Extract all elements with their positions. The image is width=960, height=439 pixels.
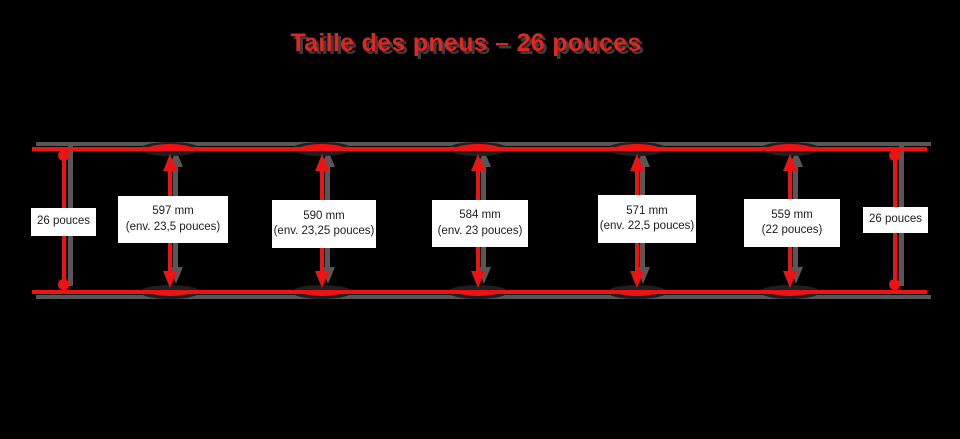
rim-bump-bottom [298, 284, 346, 296]
arrow-head-down-icon [163, 271, 177, 288]
measurement-value: 571 mm [626, 204, 668, 217]
rim-bump-top [454, 144, 502, 156]
measurement-label-571: 571 mm (env. 22,5 pouces) [598, 195, 696, 243]
diagram-title: Taille des pneus – 26 pouces [290, 29, 642, 57]
left-gauge-top-dot [58, 150, 69, 161]
arrow-head-down-icon [783, 271, 797, 288]
measurement-value: 584 mm [459, 209, 501, 221]
right-gauge-bottom-dot [889, 279, 900, 290]
measurement-approx: (env. 22,5 pouces) [599, 220, 695, 232]
arrow-head-down-icon [630, 271, 644, 288]
gauge-label-left: 26 pouces [31, 208, 96, 236]
measurement-approx: (env. 23,5 pouces) [125, 220, 221, 233]
rim-bump-bottom [613, 284, 661, 296]
measurement-approx: (22 pouces) [761, 224, 823, 236]
arrow-head-down-icon [315, 271, 329, 288]
measurement-value: 590 mm [303, 209, 345, 222]
gauge-label-right-text: 26 pouces [868, 213, 923, 226]
left-gauge-bottom-dot [58, 279, 69, 290]
arrow-head-up-icon [783, 154, 797, 171]
arrow-head-up-icon [163, 154, 177, 171]
arrow-head-up-icon [630, 154, 644, 171]
rim-bump-bottom [146, 284, 194, 296]
measurement-label-597: 597 mm (env. 23,5 pouces) [118, 196, 228, 243]
rim-bump-top [298, 144, 346, 156]
measurement-label-590: 590 mm (env. 23,25 pouces) [272, 200, 376, 248]
rim-bump-top [613, 144, 661, 156]
gauge-label-right: 26 pouces [863, 207, 928, 233]
gauge-label-left-text: 26 pouces [36, 215, 91, 228]
right-gauge-top-dot [889, 150, 900, 161]
arrow-head-up-icon [471, 154, 485, 171]
measurement-value: 559 mm [771, 208, 813, 221]
measurement-value: 597 mm [152, 205, 194, 217]
rim-bump-top [766, 144, 814, 156]
measurement-approx: (env. 23 pouces) [437, 224, 523, 237]
rim-bump-bottom [766, 284, 814, 296]
measurement-label-559: 559 mm (22 pouces) [744, 199, 840, 247]
measurement-approx: (env. 23,25 pouces) [273, 225, 375, 237]
rim-bump-bottom [454, 284, 502, 296]
arrow-head-down-icon [471, 271, 485, 288]
measurement-label-584: 584 mm (env. 23 pouces) [432, 200, 528, 247]
rim-bump-top [146, 144, 194, 156]
arrow-head-up-icon [315, 154, 329, 171]
